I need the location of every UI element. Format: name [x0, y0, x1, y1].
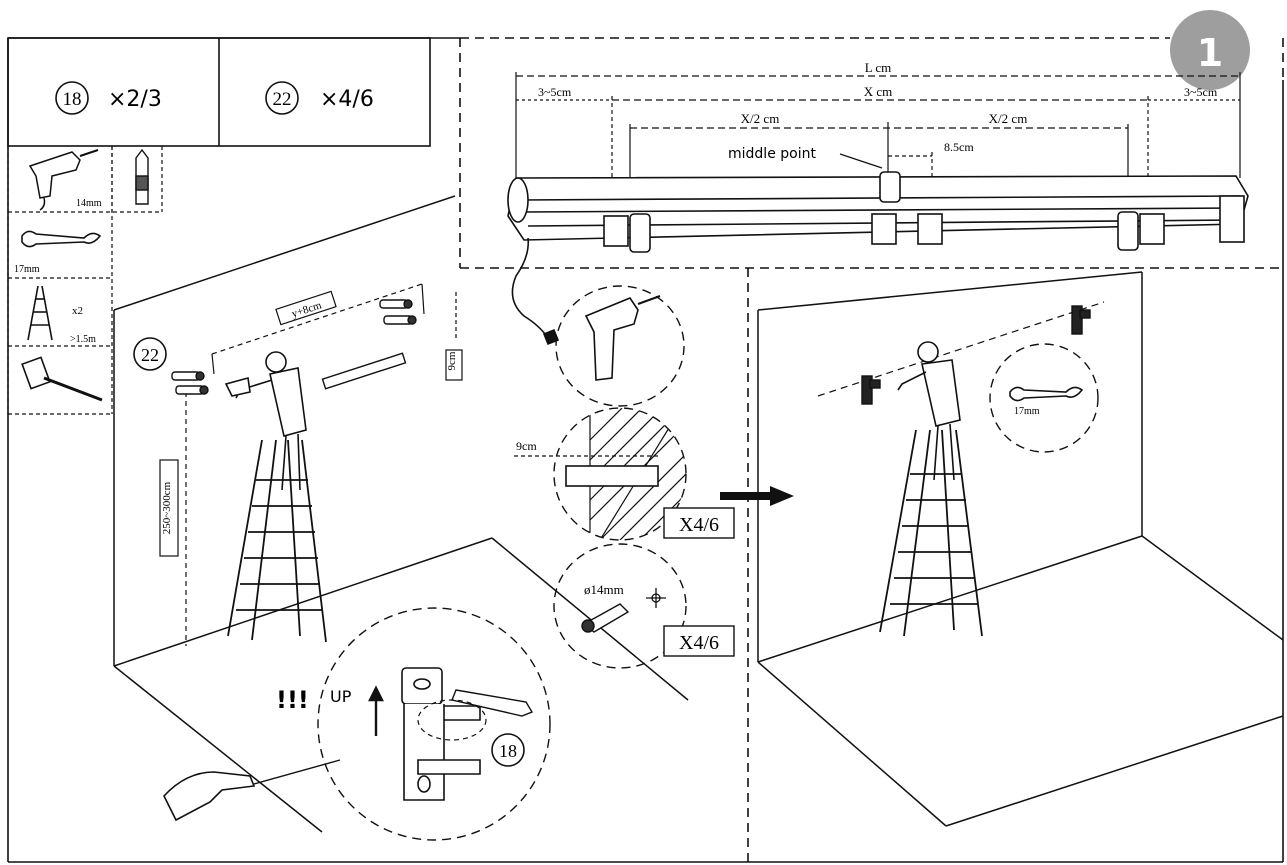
bracket-detail-circle: [317, 607, 551, 841]
pencil-tool: [135, 148, 149, 205]
hand-icon: [163, 759, 341, 822]
anchor-bolts-wall: [171, 299, 417, 395]
drill-tool: [28, 149, 99, 211]
tools-column: [7, 146, 163, 415]
step-number: 1: [1197, 31, 1223, 75]
part-18-circle: [55, 81, 89, 115]
dim-middle-offset: 8.5cm: [944, 140, 974, 154]
drill-icon: [584, 297, 639, 381]
part-22-id: 22: [273, 89, 292, 110]
bracket-icon: [603, 213, 651, 253]
mark-ellipse: [417, 699, 487, 741]
warning-marks: !!!: [276, 686, 309, 714]
wrench-icon: [1009, 386, 1084, 402]
anchor-bolt-icon: [581, 603, 630, 633]
offset-label: 9cm: [446, 351, 458, 370]
wrench-size-label: 17mm: [14, 264, 40, 275]
height-label: 250~300cm: [161, 481, 173, 534]
bolt-icon: [383, 315, 417, 325]
bracket-icon: [401, 667, 481, 801]
ladder-right: [879, 429, 983, 637]
mounted-brackets: [861, 305, 1091, 405]
wall-section: [514, 408, 686, 540]
step-badge-circle: [1170, 10, 1250, 90]
spirit-level: [321, 352, 407, 390]
wrench-detail-circle: [989, 343, 1099, 453]
motor-cable: [511, 237, 560, 346]
part-18-ref-circle: [491, 733, 525, 767]
bracket-icon: [1071, 305, 1091, 335]
drill-icon: [28, 151, 81, 199]
middle-point-label: middle point: [728, 146, 816, 162]
bracket-icon: [917, 213, 943, 245]
up-label: UP: [330, 687, 352, 706]
part-22-ref-circle: [133, 337, 167, 371]
ladder-left: [227, 439, 327, 643]
wall-spacing-dimension: [211, 283, 425, 375]
parts-table: 18 ×2/3 22 ×4/6: [7, 37, 431, 147]
count-box-2: X4/6: [663, 625, 735, 657]
dim-x: X cm: [864, 84, 893, 99]
worker-left: [224, 351, 307, 491]
worker-head: [265, 351, 287, 373]
up-arrow-icon: [368, 685, 384, 736]
install-scene: [757, 271, 1284, 827]
drill-count-2: X4/6: [679, 632, 719, 654]
hammer-tool: [21, 356, 103, 402]
ladder-qty-label: x2: [72, 305, 83, 317]
anchor-detail-circle: [553, 543, 687, 669]
ladder-tool: [27, 285, 53, 341]
dim-total: L cm: [865, 60, 892, 75]
plug-icon: [542, 328, 560, 346]
worker-body: [269, 367, 307, 437]
bolt-icon: [175, 385, 209, 395]
part-22-qty: ×4/6: [320, 87, 374, 112]
part-18-id: 18: [63, 89, 82, 110]
arrow-right-icon: [720, 486, 794, 506]
part-22-circle: [265, 81, 299, 115]
hammer-icon: [21, 356, 103, 402]
dim-half-left: X/2 cm: [741, 111, 780, 126]
worker-right: [897, 341, 961, 481]
pencil-icon: [451, 689, 534, 717]
diameter-label: ø14mm: [584, 582, 624, 597]
worker-head: [917, 341, 939, 363]
dim-right-edge: 3~5cm: [1184, 85, 1218, 99]
part-22-ref: 22: [141, 345, 159, 365]
bolt-icon: [171, 371, 205, 381]
bracket-icon: [861, 375, 881, 405]
install-wrench-size: 17mm: [1014, 406, 1040, 417]
offset-dimension: [445, 292, 463, 381]
drill-icon: [224, 376, 251, 397]
part-18-cell: 18 ×2/3: [55, 81, 162, 115]
drill-depth-label: 9cm: [516, 439, 537, 453]
bolt-icon: [379, 299, 413, 309]
part-22-cell: 22 ×4/6: [265, 81, 374, 115]
count-box-1: X4/6: [663, 507, 735, 539]
bracket-icon: [1117, 211, 1165, 251]
awning-cassette: [507, 171, 1249, 253]
drill-large: [584, 295, 661, 381]
part-18-ref: 18: [499, 741, 517, 761]
drill-detail-circle: [555, 285, 685, 407]
part-18-qty: ×2/3: [108, 87, 162, 112]
worker-body: [921, 359, 961, 427]
height-dimension: [159, 392, 187, 646]
wrench-icon: [21, 230, 102, 248]
drill-size-label: 14mm: [76, 198, 102, 209]
wall-scene: [113, 195, 689, 833]
ladder-height-label: >1.5m: [70, 334, 96, 345]
ladder-icon: [27, 285, 53, 341]
dim-left-edge: 3~5cm: [538, 85, 572, 99]
drill-count-1: X4/6: [679, 514, 719, 536]
wrench-tool: [21, 230, 102, 248]
step-badge: 1: [1170, 10, 1250, 90]
dim-half-right: X/2 cm: [989, 111, 1028, 126]
crosshair-icon: [646, 588, 666, 608]
